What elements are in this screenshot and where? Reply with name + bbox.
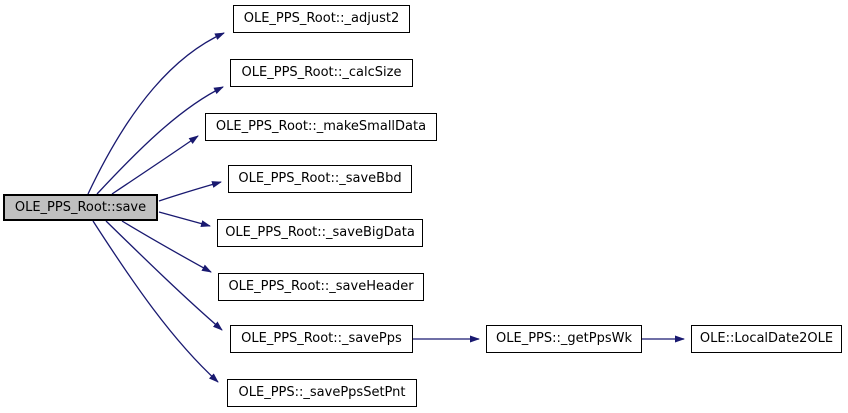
- node-makesmalldata[interactable]: OLE_PPS_Root::_makeSmallData: [205, 113, 437, 141]
- edge-save-to-savepps: [105, 220, 223, 331]
- node-localdate2ole[interactable]: OLE::LocalDate2OLE: [691, 325, 842, 353]
- node-savebbd[interactable]: OLE_PPS_Root::_saveBbd: [228, 165, 412, 193]
- edge-save-to-calcsize: [96, 86, 224, 195]
- edge-save-to-saveppssetpnt: [92, 220, 219, 383]
- node-savebigdata[interactable]: OLE_PPS_Root::_saveBigData: [217, 219, 423, 247]
- node-getppswk[interactable]: OLE_PPS::_getPpsWk: [486, 325, 642, 353]
- edge-save-to-savebbd: [158, 181, 222, 202]
- edge-save-to-makesmalldata: [111, 135, 199, 195]
- node-adjust2[interactable]: OLE_PPS_Root::_adjust2: [233, 5, 410, 33]
- edge-save-to-adjust2: [87, 32, 225, 195]
- node-savepps[interactable]: OLE_PPS_Root::_savePps: [230, 325, 413, 353]
- node-save[interactable]: OLE_PPS_Root::save: [3, 194, 158, 221]
- node-calcsize[interactable]: OLE_PPS_Root::_calcSize: [230, 59, 413, 87]
- edge-save-to-saveheader: [121, 220, 212, 273]
- node-saveppssetpnt[interactable]: OLE_PPS::_savePpsSetPnt: [227, 379, 417, 407]
- node-saveheader[interactable]: OLE_PPS_Root::_saveHeader: [218, 273, 424, 301]
- edge-save-to-savebigdata: [158, 211, 211, 227]
